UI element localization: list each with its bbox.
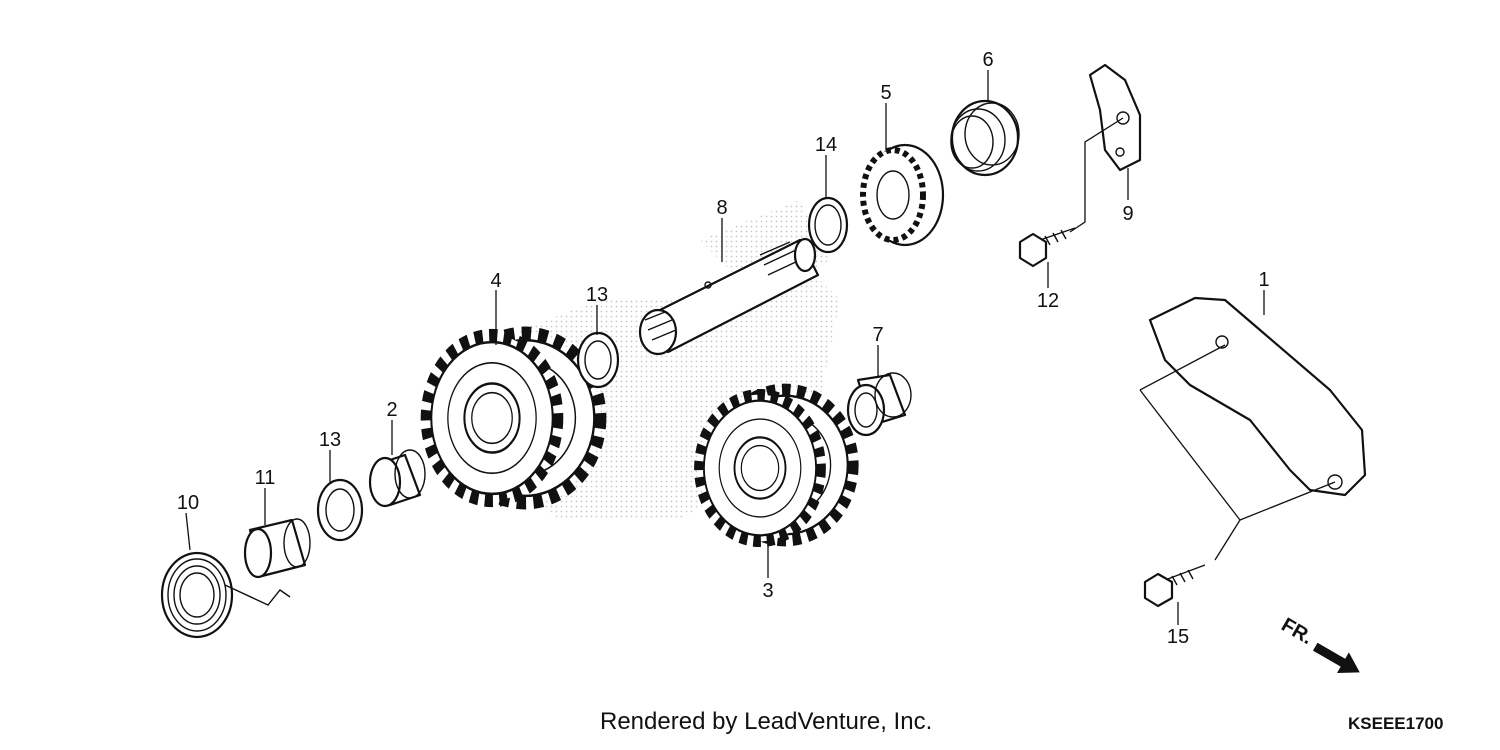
callout-12: 12 <box>1037 290 1059 312</box>
callout-9: 9 <box>1122 203 1133 225</box>
part-14-snap-ring <box>807 196 849 254</box>
part-13-washer-lower <box>316 478 364 542</box>
callout-6: 6 <box>982 49 993 71</box>
front-direction-arrow-icon: FR. <box>1278 614 1360 673</box>
callout-8: 8 <box>716 197 727 219</box>
part-6-spring <box>950 99 1020 177</box>
part-7-collar <box>846 372 912 437</box>
part-12-bolt <box>1018 227 1076 268</box>
callout-numbers: 1 2 3 4 5 6 7 8 9 10 11 12 13 13 14 15 <box>177 49 1270 648</box>
callout-2: 2 <box>386 399 397 421</box>
part-8-spindle <box>638 237 820 356</box>
callout-15: 15 <box>1167 626 1189 648</box>
part-9-plate <box>1088 63 1142 172</box>
callout-7: 7 <box>872 324 883 346</box>
part-15-bolt <box>1143 564 1206 608</box>
callout-4: 4 <box>490 270 501 292</box>
part-5-ratchet <box>860 143 945 247</box>
part-3-gear <box>699 389 854 541</box>
leader-lines <box>185 70 1265 625</box>
callout-3: 3 <box>762 580 773 602</box>
render-credit: Rendered by LeadVenture, Inc. <box>600 708 933 735</box>
callout-1: 1 <box>1258 269 1269 291</box>
part-13-washer-upper <box>576 331 620 389</box>
part-10-spring <box>160 551 291 639</box>
callout-5: 5 <box>880 82 891 104</box>
callout-10: 10 <box>177 492 199 514</box>
callout-13-upper: 13 <box>586 284 608 306</box>
callout-14: 14 <box>815 134 837 156</box>
part-2-bushing <box>368 449 426 508</box>
callout-11: 11 <box>255 467 276 489</box>
callout-13-lower: 13 <box>319 429 341 451</box>
direction-label: FR. <box>1278 614 1317 649</box>
part-1-cover <box>1148 296 1367 497</box>
part-11-collar <box>243 518 311 579</box>
part-4-gear <box>426 333 601 503</box>
assembly-lines <box>1069 117 1336 561</box>
diagram-code: KSEEE1700 <box>1348 714 1444 733</box>
